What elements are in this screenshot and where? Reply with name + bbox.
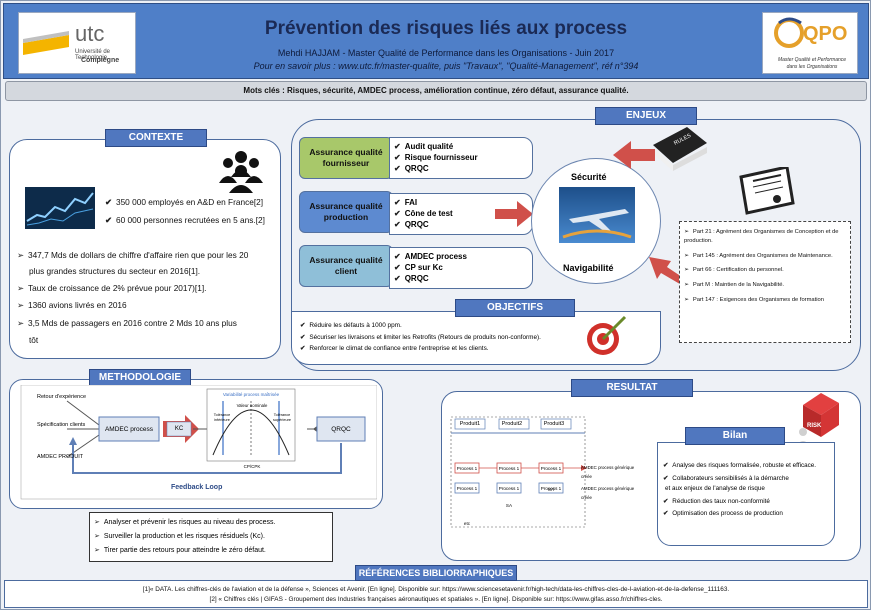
process-4-label: Process 1 <box>456 486 478 491</box>
utc-logo-icon <box>23 31 69 55</box>
contexte-line-8: tôt <box>29 335 39 345</box>
process-5-label: Process 1 <box>498 486 520 491</box>
risk-dice-icon: RISK <box>803 393 839 437</box>
process-3-label: Process 1 <box>540 466 562 471</box>
bilan-panel: ✔Analyse des risques formalisée, robuste… <box>657 442 835 546</box>
keywords-bar: Mots clés : Risques, sécurité, AMDEC pro… <box>5 81 867 101</box>
process-6-label: Process 1 <box>540 486 562 491</box>
reference-1: [1]« DATA. Les chiffres-clés de l'aviati… <box>142 586 730 593</box>
contexte-line-1: ✔350 000 employés en A&D en France[2] <box>105 197 264 207</box>
securite-circle <box>531 158 661 284</box>
author-line: Mehdi HAJJAM - Master Qualité de Perform… <box>277 48 615 58</box>
more-info-line: Pour en savoir plus : www.utc.fr/master-… <box>253 61 639 71</box>
qpo-logo: QPO Master Qualité et Performance dans l… <box>762 12 858 74</box>
cp-label: CP/CPK <box>243 464 261 469</box>
aq-client-box: Assurance qualité client <box>299 245 393 287</box>
methodologie-bullets: ➢Analyser et prévenir les risques au niv… <box>89 512 333 562</box>
sa-1: SA <box>547 487 555 492</box>
page-title: Prévention des risques liés aux process <box>264 18 628 39</box>
resultat-diagram <box>450 416 587 528</box>
resultat-title: RESULTAT <box>571 379 693 397</box>
sa-2: SA <box>505 503 513 508</box>
contexte-title: CONTEXTE <box>105 129 207 147</box>
kc-label: KC <box>174 426 184 432</box>
references-panel: [1]« DATA. Les chiffres-clés de l'aviati… <box>4 580 868 608</box>
aq-client-list: ✔AMDEC process ✔CP sur Kc ✔QRQC <box>389 247 533 289</box>
reference-2: [2] « Chiffres clés | GIFAS - Groupement… <box>209 596 663 603</box>
qrqc-label: QRQC <box>331 426 351 433</box>
arrow-right-icon <box>495 201 533 227</box>
aq-fournisseur-box: Assurance qualité fournisseur <box>299 137 393 179</box>
airplane-icon <box>559 187 635 243</box>
header: utc Université de Technologie Compiègne … <box>3 3 869 79</box>
risk-label: RISK <box>807 423 822 429</box>
rules-book-icon: RULES <box>653 127 707 171</box>
specif-label: Spécification clients <box>37 422 86 428</box>
etc-label: etc <box>463 521 471 526</box>
utc-logo: utc Université de Technologie Compiègne <box>18 12 136 74</box>
contexte-line-3: ➢347,7 Mds de dollars de chiffre d'affai… <box>17 250 249 260</box>
valeur-label: Valeur nominale <box>236 403 268 408</box>
process-2-label: Process 1 <box>498 466 520 471</box>
certificate-icon <box>739 167 795 215</box>
securite-label: Sécurité <box>571 172 607 182</box>
objectifs-title: OBJECTIFS <box>455 299 575 317</box>
aq-fournisseur-list: ✔Audit qualité ✔Risque fournisseur ✔QRQC <box>389 137 533 179</box>
tol-sup-label: Tolérance supérieure <box>273 413 291 422</box>
arrow-left-icon <box>613 141 655 169</box>
aq-production-list: ✔FAI ✔Cône de test ✔QRQC <box>389 193 533 235</box>
tol-inf-label: Tolérance inférieure <box>213 413 231 422</box>
contexte-line-7: ➢3,5 Mds de passagers en 2016 contre 2 M… <box>17 318 237 328</box>
aq-production-box: Assurance qualité production <box>299 191 393 233</box>
navigabilite-label: Navigabilité <box>563 263 614 273</box>
qpo-logo-text: QPO <box>803 23 848 45</box>
amdec-generique-2: AMDEC process générique créée <box>581 486 635 500</box>
utc-logo-sub2: Compiègne <box>81 57 120 64</box>
stock-chart-icon <box>25 187 95 229</box>
amdec-generique-1: AMDEC process générique créée <box>581 465 635 479</box>
produit-3-label: Produit3 <box>543 421 565 427</box>
parts-box: ➢Part 21 : Agrément des Organismes de Co… <box>679 221 851 343</box>
qpo-logo-sub1: Master Qualité et Performance <box>777 57 847 63</box>
amdec-process-label: AMDEC process <box>104 426 154 433</box>
qpo-logo-sub2: dans les Organisations <box>786 64 838 70</box>
feedback-label: Feedback Loop <box>171 484 223 491</box>
people-icon <box>219 151 263 193</box>
target-icon <box>587 315 627 355</box>
references-title: RÉFÉRENCES BIBLIORRAPHIQUES <box>355 565 517 581</box>
process-1-label: Process 1 <box>456 466 478 471</box>
enjeux-title: ENJEUX <box>595 107 697 125</box>
produit-2-label: Produit2 <box>501 421 523 427</box>
contexte-line-4: plus grandes structures du secteur en 20… <box>29 266 201 276</box>
bilan-title: Bilan <box>685 427 785 445</box>
utc-logo-sub1: Université de Technologie <box>75 49 111 61</box>
methodologie-diagram <box>20 385 377 500</box>
qpo-logo-icon <box>774 17 804 48</box>
utc-logo-text: utc <box>75 21 105 46</box>
amdec-produit-label: AMDEC PRODUIT <box>37 454 84 460</box>
bell-title: Variabilité process maîtrisée <box>222 392 280 397</box>
contexte-line-5: ➢Taux de croissance de 2% prévue pour 20… <box>17 283 207 293</box>
retour-label: Retour d'expérience <box>37 394 87 400</box>
produit-1-label: Produit1 <box>459 421 481 427</box>
contexte-line-2: ✔60 000 personnes recrutées en 5 ans.[2] <box>105 215 265 225</box>
contexte-line-6: ➢1360 avions livrés en 2016 <box>17 300 127 310</box>
